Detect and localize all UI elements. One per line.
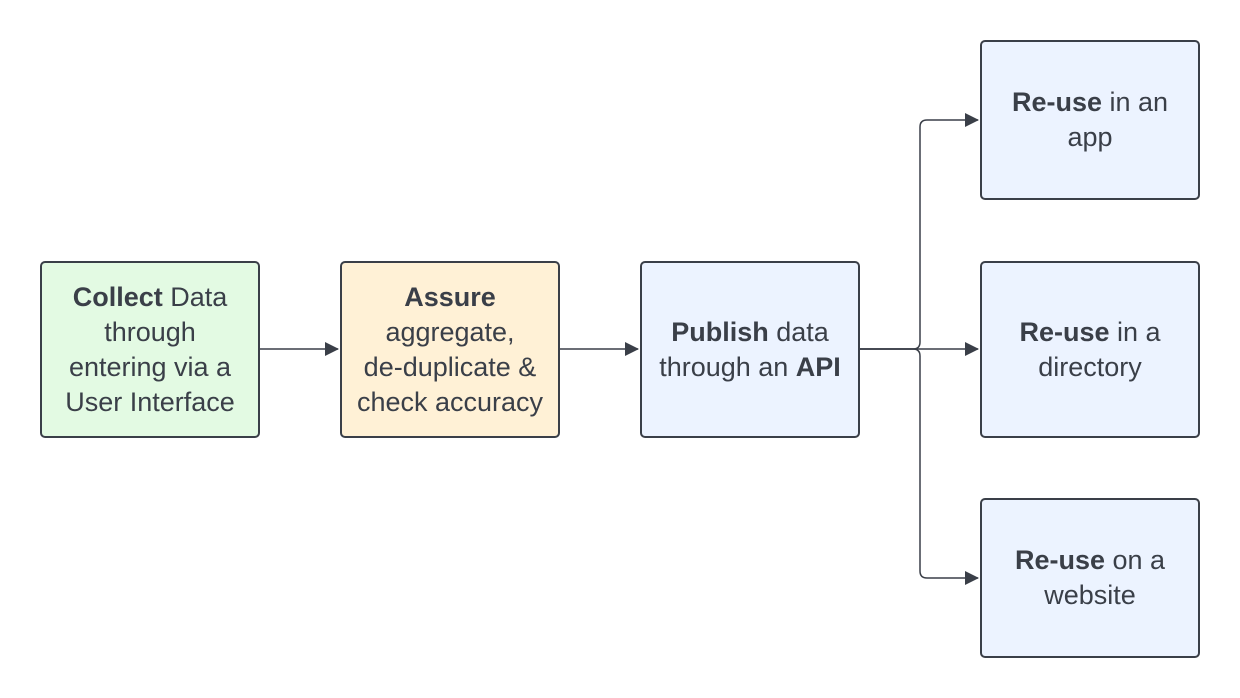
arrow-publish-to-app <box>860 113 979 350</box>
collect-title-rest: Data <box>162 281 228 312</box>
reuse-app-title: Re-use <box>1011 87 1102 117</box>
collect-title: Collect <box>72 281 163 312</box>
reuse-directory-line-2: directory <box>1038 351 1142 382</box>
reuse-website-line-2: website <box>1044 580 1136 610</box>
publish-api: API <box>795 351 841 382</box>
publish-title-rest: data <box>768 316 829 347</box>
reuse-website-title-rest: on a <box>1104 545 1166 575</box>
reuse-website-title: Re-use <box>1014 545 1105 575</box>
publish-title: Publish <box>671 316 769 347</box>
reuse-app-text: Re-use in an app <box>1006 85 1174 155</box>
collect-line-3: entering via a <box>68 351 232 382</box>
assure-text: Assure aggregate, de-duplicate & check a… <box>351 280 549 420</box>
assure-box: Assure aggregate, de-duplicate & check a… <box>340 261 560 438</box>
publish-text: Publish data through an API <box>653 315 847 385</box>
reuse-directory-box: Re-use in a directory <box>980 261 1200 438</box>
assure-line-4: check accuracy <box>356 386 544 417</box>
collect-box: Collect Data through entering via a User… <box>40 261 260 438</box>
publish-box: Publish data through an API <box>640 261 860 438</box>
assure-line-3: de-duplicate & <box>363 351 537 382</box>
collect-line-4: User Interface <box>65 386 235 417</box>
reuse-directory-text: Re-use in a directory <box>1013 315 1166 385</box>
publish-line-2: through an <box>659 351 796 382</box>
assure-title: Assure <box>404 281 496 312</box>
assure-line-2: aggregate, <box>385 316 515 347</box>
reuse-directory-title: Re-use <box>1019 316 1110 347</box>
reuse-directory-title-rest: in a <box>1109 316 1161 347</box>
reuse-app-box: Re-use in an app <box>980 40 1200 200</box>
reuse-website-text: Re-use on a website <box>1009 543 1171 613</box>
arrow-publish-to-website <box>860 348 979 585</box>
reuse-app-title-rest: in an <box>1101 87 1169 117</box>
collect-text: Collect Data through entering via a User… <box>59 280 241 420</box>
reuse-app-line-2: app <box>1067 122 1113 152</box>
reuse-website-box: Re-use on a website <box>980 498 1200 658</box>
collect-line-2: through <box>104 316 196 347</box>
